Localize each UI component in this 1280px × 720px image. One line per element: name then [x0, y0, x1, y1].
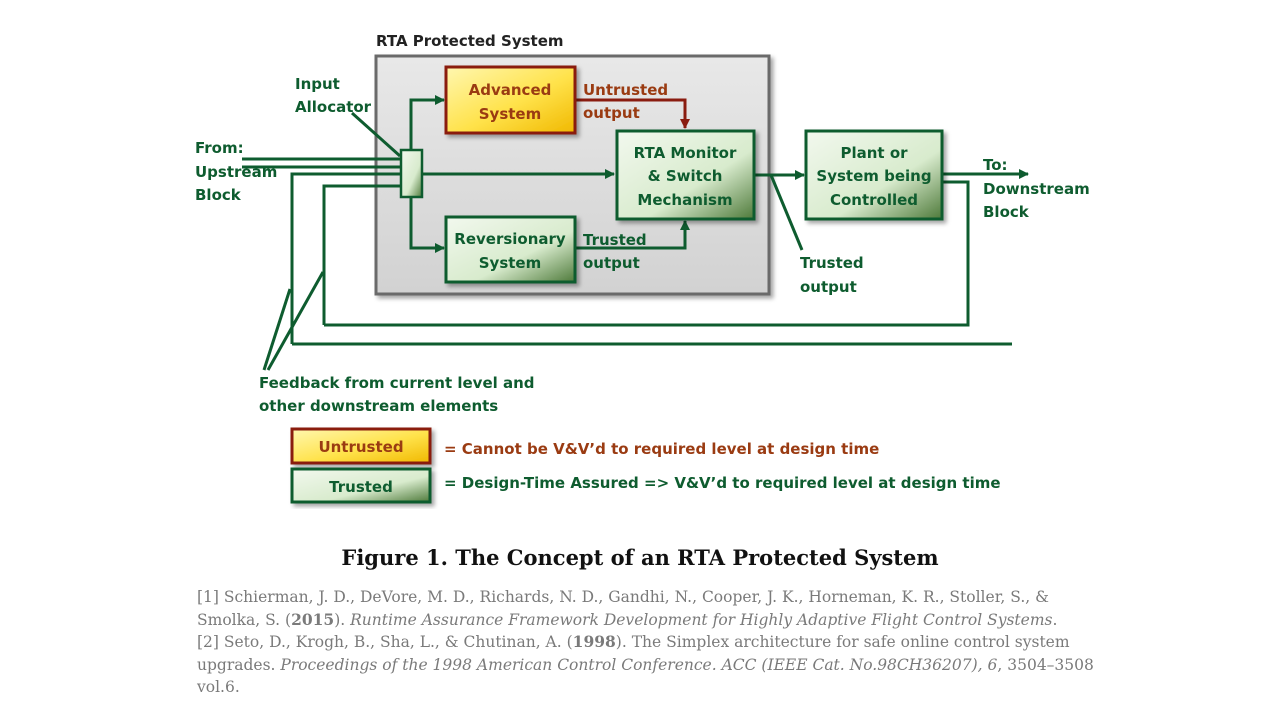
rta-monitor-box	[615, 129, 756, 221]
advanced-system-label-1: Advanced	[469, 81, 552, 99]
reversionary-label-1: Reversionary	[454, 230, 566, 248]
rta-monitor-label-3: Mechanism	[637, 191, 732, 209]
feedback-label-2: other downstream elements	[259, 397, 498, 415]
trusted-output-1-label-2: output	[583, 254, 640, 272]
legend-untrusted-box	[290, 427, 432, 465]
reversionary-label-2: System	[479, 254, 541, 272]
reference-1: [1] Schierman, J. D., DeVore, M. D., Ric…	[197, 588, 1058, 629]
trusted-output-2-label-2: output	[800, 278, 857, 296]
reversionary-system-box	[444, 215, 577, 284]
rta-diagram: RTA Protected System Adv	[195, 32, 1090, 504]
legend: Untrusted = Cannot be V&V’d to required …	[290, 427, 1001, 504]
from-upstream-label-2: Upstream	[195, 163, 277, 181]
trusted-output-1-label-1: Trusted	[583, 231, 647, 249]
container-title: RTA Protected System	[376, 32, 564, 50]
trusted-output-2-label-1: Trusted	[800, 254, 864, 272]
legend-trusted-desc: = Design-Time Assured => V&V’d to requir…	[444, 474, 1001, 492]
untrusted-output-label-1: Untrusted	[583, 81, 668, 99]
input-allocator-label-1: Input	[295, 75, 340, 93]
references: [1] Schierman, J. D., DeVore, M. D., Ric…	[197, 586, 1097, 699]
from-upstream-label-3: Block	[195, 186, 242, 204]
untrusted-output-label-2: output	[583, 104, 640, 122]
legend-untrusted-desc: = Cannot be V&V’d to required level at d…	[444, 440, 879, 458]
feedback-label-1: Feedback from current level and	[259, 374, 535, 392]
plant-box	[804, 129, 944, 221]
rta-monitor-label-2: & Switch	[648, 167, 723, 185]
plant-label-1: Plant or	[840, 144, 908, 162]
from-upstream-label-1: From:	[195, 139, 244, 157]
connectors	[242, 95, 1029, 371]
legend-untrusted-label: Untrusted	[318, 438, 403, 456]
advanced-system-box	[444, 65, 577, 135]
legend-trusted-box	[290, 467, 432, 504]
to-downstream-label-1: To:	[983, 156, 1008, 174]
legend-trusted-label: Trusted	[329, 478, 393, 496]
to-downstream-label-3: Block	[983, 203, 1030, 221]
advanced-system-label-2: System	[479, 105, 541, 123]
plant-label-3: Controlled	[830, 191, 918, 209]
to-downstream-label-2: Downstream	[983, 180, 1090, 198]
rta-monitor-label-1: RTA Monitor	[634, 144, 737, 162]
input-allocator-label-2: Allocator	[295, 98, 372, 116]
figure-caption: Figure 1. The Concept of an RTA Protecte…	[341, 545, 939, 570]
reference-2: [2] Seto, D., Krogh, B., Sha, L., & Chut…	[197, 632, 1094, 696]
input-allocator-box	[399, 148, 424, 199]
plant-label-2: System being	[816, 167, 931, 185]
